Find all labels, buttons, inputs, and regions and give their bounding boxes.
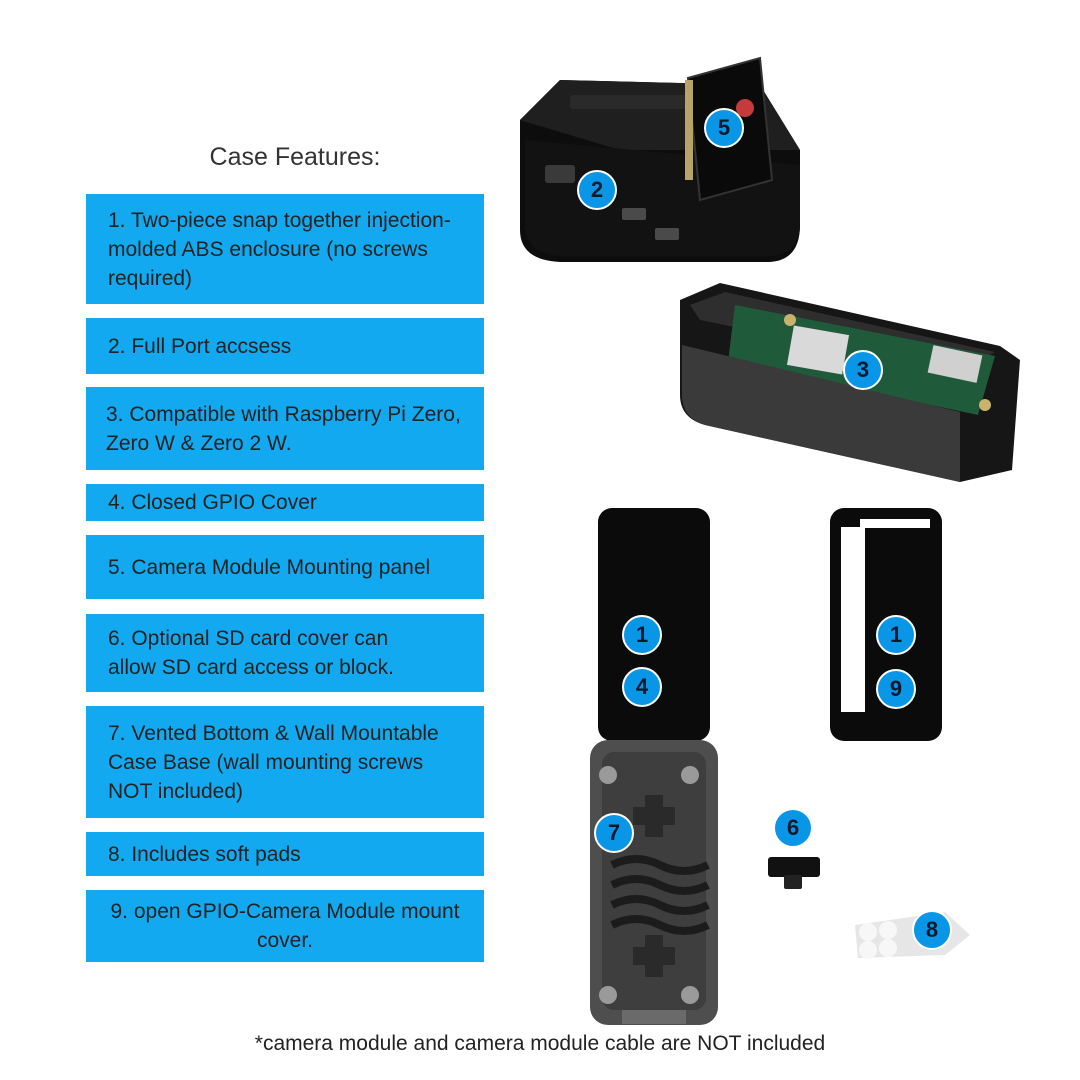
badge-9: 9 [876, 669, 916, 709]
feature-5-box: 5. Camera Module Mounting panel [86, 535, 484, 599]
feature-1-box: 1. Two-piece snap together injection- mo… [86, 194, 484, 304]
feature-9-box: 9. open GPIO-Camera Module mount cover. [86, 890, 484, 962]
badge-5: 5 [704, 108, 744, 148]
feature-7-box: 7. Vented Bottom & Wall Mountable Case B… [86, 706, 484, 818]
case-base-image [590, 740, 718, 1025]
feature-8-box: 8. Includes soft pads [86, 832, 484, 876]
open-case-with-board-image [680, 283, 1020, 482]
features-title: Case Features: [209, 143, 381, 171]
feature-4-box: 4. Closed GPIO Cover [86, 484, 484, 521]
badge-1-closed-cover: 1 [622, 615, 662, 655]
feature-2-box: 2. Full Port accsess [86, 318, 484, 374]
badge-7: 7 [594, 813, 634, 853]
badge-2: 2 [577, 170, 617, 210]
badge-6: 6 [773, 808, 813, 848]
badge-8: 8 [912, 910, 952, 950]
feature-6-box: 6. Optional SD card cover can allow SD c… [86, 614, 484, 692]
badge-3: 3 [843, 350, 883, 390]
assembled-case-image [520, 56, 800, 262]
badge-1-open-cover: 1 [876, 615, 916, 655]
sd-card-cover-image [768, 857, 820, 889]
badge-4: 4 [622, 667, 662, 707]
footnote: *camera module and camera module cable a… [254, 1032, 826, 1055]
feature-3-box: 3. Compatible with Raspberry Pi Zero, Ze… [86, 387, 484, 470]
